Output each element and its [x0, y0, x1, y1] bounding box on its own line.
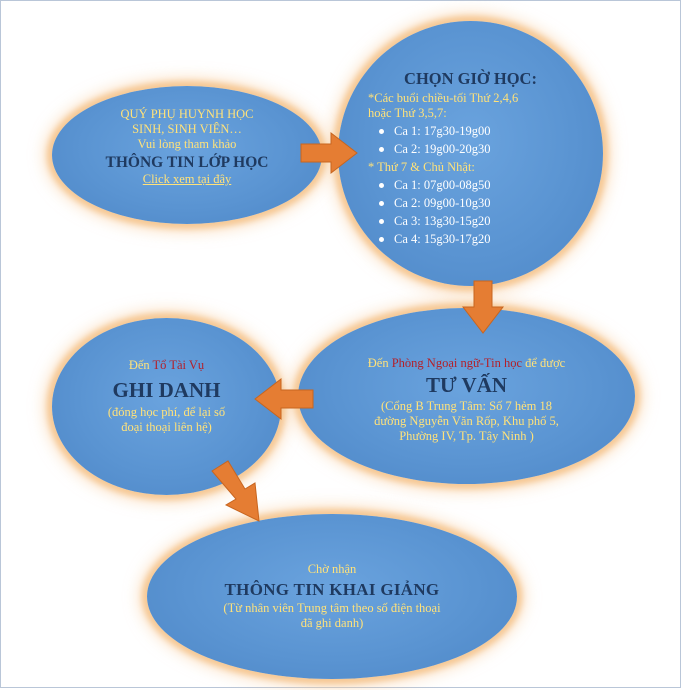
- opening-detail-1: (Từ nhân viên Trung tâm theo số điện tho…: [223, 601, 441, 615]
- consult-heading: TƯ VẤN: [425, 373, 508, 397]
- class-info-link[interactable]: Click xem tại đây: [142, 172, 232, 186]
- weekday-shift-item: Ca 1: 17g30-19g00: [379, 122, 573, 140]
- weekend-shift-list: Ca 1: 07g00-08g50 Ca 2: 09g00-10g30 Ca 3…: [368, 176, 573, 248]
- register-office: Tổ Tài Vụ: [152, 358, 205, 372]
- consult-address-1: (Cổng B Trung Tâm: Số 7 hẻm 18: [381, 399, 552, 413]
- consult-address-3: Phường IV, Tp. Tây Ninh ): [399, 429, 534, 443]
- opening-heading: THÔNG TIN KHAI GIẢNG: [224, 580, 440, 599]
- opening-line-1: Chờ nhận: [307, 562, 357, 576]
- weekday-note-1: *Các buổi chiều-tối Thứ 2,4,6: [368, 91, 519, 105]
- step-opening-bubble: Chờ nhận THÔNG TIN KHAI GIẢNG (Từ nhân v…: [147, 514, 517, 679]
- register-prefix: Đến: [128, 358, 150, 372]
- step-consult-bubble: Đến Phòng Ngoại ngữ-Tin học để được TƯ V…: [298, 308, 635, 484]
- consult-prefix: Đến: [367, 356, 389, 370]
- register-detail-1: (đóng học phí, để lại số: [107, 405, 226, 419]
- step-info-bubble: QUÝ PHỤ HUYNH HỌC SINH, SINH VIÊN… Vui l…: [52, 86, 322, 224]
- opening-detail-2: đã ghi danh): [300, 616, 364, 630]
- register-heading: GHI DANH: [112, 378, 221, 402]
- arrow-down-icon: [461, 280, 505, 334]
- arrow-left-icon: [254, 377, 314, 421]
- weekend-shift-item: Ca 4: 15g30-17g20: [379, 230, 573, 248]
- register-detail-2: đoại thoại liên hệ): [121, 420, 212, 434]
- weekday-note-2: hoặc Thứ 3,5,7:: [368, 106, 447, 120]
- weekday-shift-item: Ca 2: 19g00-20g30: [379, 140, 573, 158]
- step-register-bubble: Đến Tổ Tài Vụ GHI DANH (đóng học phí, để…: [52, 318, 281, 495]
- weekend-note: * Thứ 7 & Chủ Nhật:: [368, 160, 475, 174]
- consult-office: Phòng Ngoại ngữ-Tin học: [391, 356, 522, 370]
- arrow-down-right-icon: [211, 460, 260, 522]
- consult-address-2: đường Nguyễn Văn Rốp, Khu phố 5,: [374, 414, 559, 428]
- weekend-shift-item: Ca 3: 13g30-15g20: [379, 212, 573, 230]
- consult-suffix: để được: [525, 356, 566, 370]
- step-info-heading: THÔNG TIN LỚP HỌC: [105, 154, 269, 171]
- step-info-line-3: Vui lòng tham khảo: [137, 137, 237, 151]
- weekend-shift-item: Ca 1: 07g00-08g50: [379, 176, 573, 194]
- step-schedule-bubble: CHỌN GIỜ HỌC: *Các buổi chiều-tối Thứ 2,…: [338, 21, 603, 286]
- arrow-right-icon: [300, 131, 358, 175]
- step-info-line-1: QUÝ PHỤ HUYNH HỌC: [120, 107, 254, 121]
- weekday-shift-list: Ca 1: 17g30-19g00 Ca 2: 19g00-20g30: [368, 122, 573, 158]
- step-info-line-2: SINH, SINH VIÊN…: [132, 122, 242, 136]
- schedule-title: CHỌN GIỜ HỌC:: [404, 69, 537, 88]
- weekend-shift-item: Ca 2: 09g00-10g30: [379, 194, 573, 212]
